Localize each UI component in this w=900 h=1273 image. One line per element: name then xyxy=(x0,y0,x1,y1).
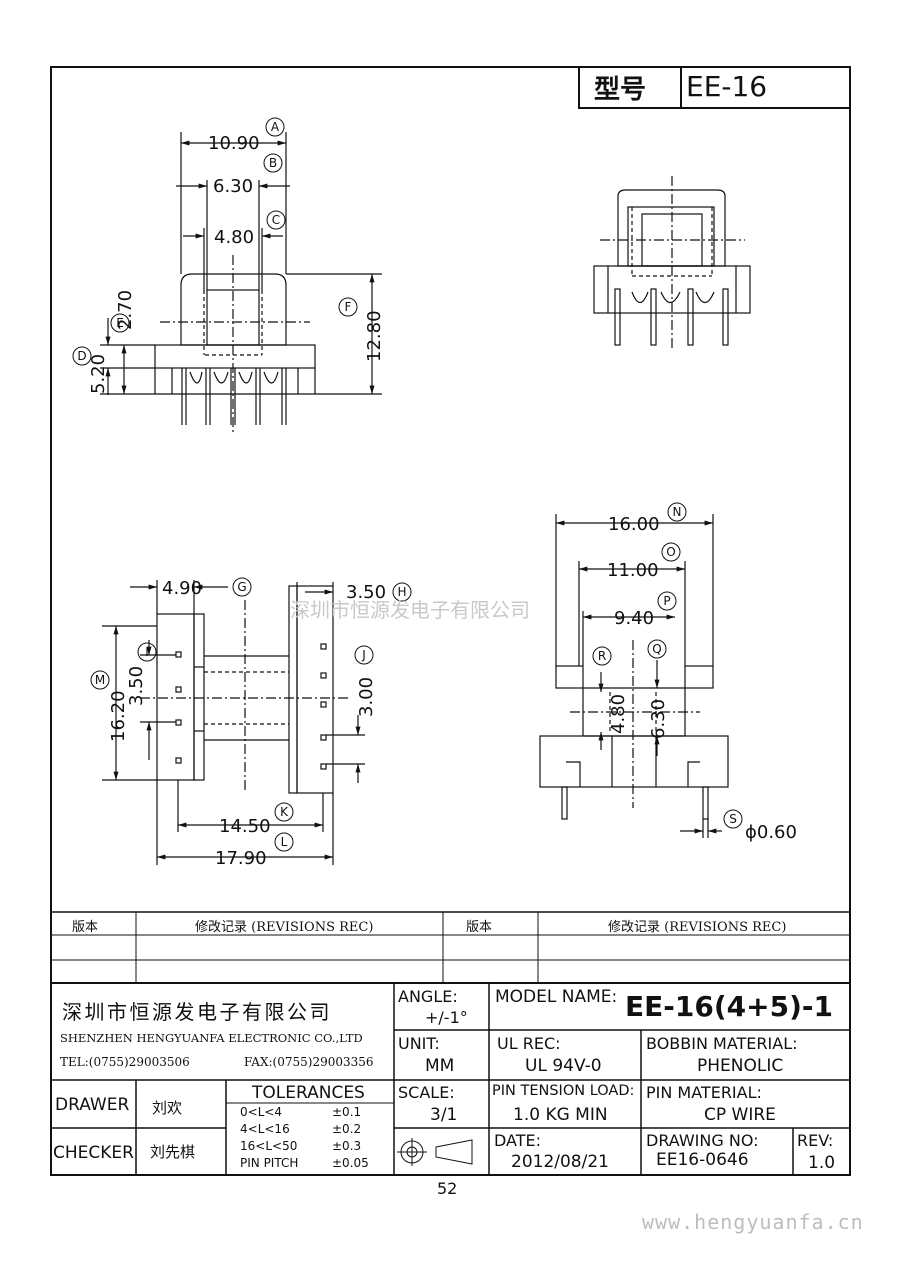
marker-n: N xyxy=(673,505,682,519)
rev-col-record-2: 修改记录 (REVISIONS REC) xyxy=(608,920,787,935)
marker-e: E xyxy=(116,316,124,330)
marker-m: M xyxy=(95,673,105,687)
unit-label: UNIT: xyxy=(398,1034,440,1053)
dim-h: 3.50 xyxy=(346,582,386,603)
drawer-name: 刘欢 xyxy=(152,1099,183,1117)
rev-col-version-2: 版本 xyxy=(466,920,493,935)
marker-p: P xyxy=(663,594,670,608)
dim-a: 10.90 xyxy=(208,133,260,154)
dim-b: 6.30 xyxy=(213,176,253,197)
dim-e: 2.70 xyxy=(115,290,136,330)
bobbin-material-value: PHENOLIC xyxy=(697,1056,784,1076)
type-box: 型号 EE-16 xyxy=(578,66,851,109)
company-fax: FAX:(0755)29003356 xyxy=(244,1055,374,1069)
dim-p: 9.40 xyxy=(614,608,654,629)
tolerance-range: 0<L<4 xyxy=(240,1105,283,1119)
ul-rec-label: UL REC: xyxy=(497,1034,561,1053)
front-view xyxy=(100,132,382,435)
end-view xyxy=(539,514,729,838)
dim-c: 4.80 xyxy=(214,227,254,248)
pin-tension-label: PIN TENSION LOAD: xyxy=(492,1083,635,1099)
pin-material-value: CP WIRE xyxy=(704,1105,776,1125)
drawer-label: DRAWER xyxy=(55,1095,130,1115)
dim-m: 16.20 xyxy=(108,690,129,742)
type-value: EE-16 xyxy=(686,70,768,103)
company-name-en: SHENZHEN HENGYUANFA ELECTRONIC CO.,LTD xyxy=(60,1031,363,1045)
dim-s: ϕ0.60 xyxy=(745,822,797,843)
tolerance-value: ±0.2 xyxy=(332,1122,362,1136)
dim-o: 11.00 xyxy=(607,560,659,581)
marker-g: G xyxy=(237,580,246,594)
drawing-sheet xyxy=(50,66,851,1176)
marker-h: H xyxy=(397,585,406,599)
marker-d: D xyxy=(77,349,86,363)
dim-i: 3.50 xyxy=(126,666,147,706)
marker-o: O xyxy=(666,545,675,559)
dim-r: 4.80 xyxy=(608,694,629,734)
dim-g: 4.90 xyxy=(162,578,202,599)
marker-b: B xyxy=(269,156,277,170)
pin-material-label: PIN MATERIAL: xyxy=(646,1083,762,1102)
website-watermark: www.hengyuanfa.cn xyxy=(642,1210,864,1234)
dim-n: 16.00 xyxy=(608,514,660,535)
scale-label: SCALE: xyxy=(398,1083,455,1102)
unit-value: MM xyxy=(425,1056,455,1076)
page-number: 52 xyxy=(437,1179,458,1198)
rev-label: REV: xyxy=(797,1131,834,1150)
dim-j: 3.00 xyxy=(356,677,377,717)
dim-q: 6.30 xyxy=(648,699,669,739)
marker-r: R xyxy=(598,649,606,663)
checker-name: 刘先棋 xyxy=(150,1143,196,1161)
bobbin-material-label: BOBBIN MATERIAL: xyxy=(646,1034,798,1053)
date-label: DATE: xyxy=(494,1131,542,1150)
drawing-no-label: DRAWING NO: xyxy=(646,1131,759,1150)
marker-i: I xyxy=(145,645,149,659)
dim-f: 12.80 xyxy=(364,310,385,362)
dim-d: 5.20 xyxy=(88,354,109,394)
marker-a: A xyxy=(271,120,280,134)
model-name-value: EE-16(4+5)-1 xyxy=(625,990,833,1023)
top-view xyxy=(102,580,365,865)
tolerance-range: 4<L<16 xyxy=(240,1122,290,1136)
rev-value: 1.0 xyxy=(808,1153,836,1173)
date-value: 2012/08/21 xyxy=(511,1152,609,1172)
marker-s: S xyxy=(729,812,737,826)
tolerances-header: TOLERANCES xyxy=(252,1083,365,1103)
ul-rec-value: UL 94V-0 xyxy=(525,1056,602,1076)
checker-label: CHECKER xyxy=(53,1143,134,1163)
rev-col-version-1: 版本 xyxy=(72,920,99,935)
tolerance-value: ±0.05 xyxy=(332,1156,369,1170)
type-label: 型号 xyxy=(594,75,647,105)
marker-c: C xyxy=(272,213,280,227)
marker-j: J xyxy=(361,648,366,662)
marker-k: K xyxy=(280,805,289,819)
pin-tension-value: 1.0 KG MIN xyxy=(513,1105,608,1125)
dim-k: 14.50 xyxy=(219,816,271,837)
side-view xyxy=(593,176,751,350)
marker-l: L xyxy=(281,835,288,849)
tolerance-value: ±0.1 xyxy=(332,1105,362,1119)
scale-value: 3/1 xyxy=(430,1105,458,1125)
dim-l: 17.90 xyxy=(215,848,267,869)
tolerance-range: 16<L<50 xyxy=(240,1139,298,1153)
angle-value: +/-1° xyxy=(425,1008,468,1027)
marker-q: Q xyxy=(652,642,661,656)
company-tel: TEL:(0755)29003506 xyxy=(60,1055,190,1069)
rev-col-record-1: 修改记录 (REVISIONS REC) xyxy=(195,920,374,935)
drawing-no-value: EE16-0646 xyxy=(656,1150,749,1170)
marker-f: F xyxy=(345,300,352,314)
tolerance-range: PIN PITCH xyxy=(240,1156,299,1170)
company-name-cn: 深圳市恒源发电子有限公司 xyxy=(62,1000,332,1024)
model-name-label: MODEL NAME: xyxy=(495,987,618,1007)
tolerance-value: ±0.3 xyxy=(332,1139,362,1153)
angle-label: ANGLE: xyxy=(398,987,458,1006)
watermark: 深圳市恒源发电子有限公司 xyxy=(290,598,530,622)
